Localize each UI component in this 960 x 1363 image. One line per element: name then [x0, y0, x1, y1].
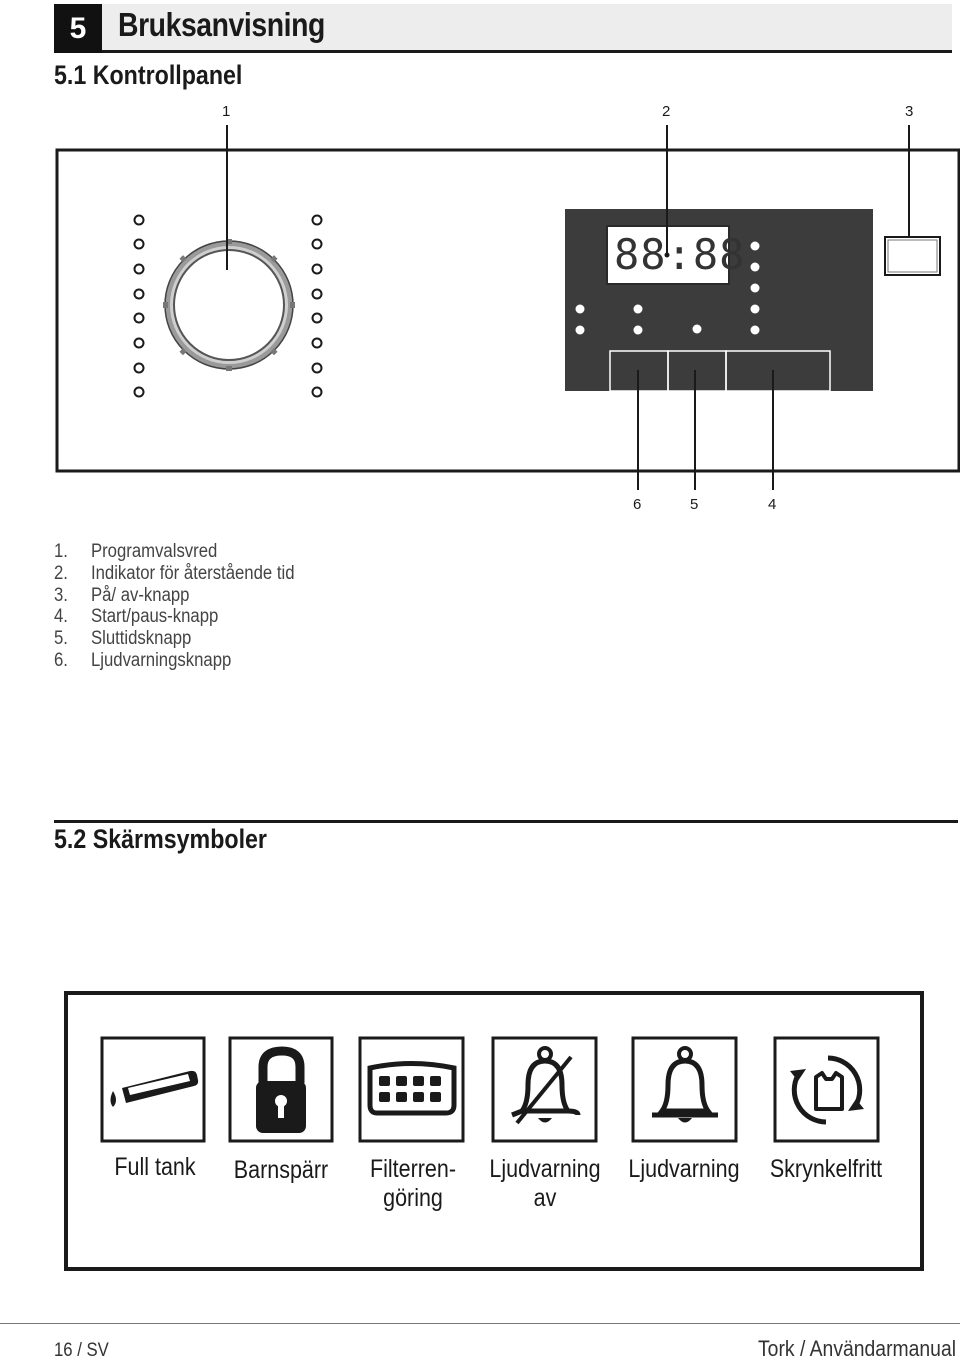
symbol-label-filter-cleaning: Filterren-göring: [369, 1155, 456, 1212]
legend-item: 6.Ljudvarningsknapp: [54, 649, 232, 671]
legend-item: 5.Sluttidsknapp: [54, 628, 192, 650]
header-bar: [54, 4, 952, 53]
callout-number-6: 6: [633, 496, 642, 513]
callout-number-4: 4: [768, 496, 777, 513]
callout-number-2: 2: [662, 103, 671, 120]
display-indicator-lights: [575, 241, 760, 335]
chapter-number: 5: [54, 4, 102, 53]
filter-icon: [358, 1036, 465, 1143]
page-number: 16 / SV: [54, 1340, 109, 1361]
section-title-display-symbols: 5.2 Skärmsymboler: [54, 824, 267, 854]
callout-number-5: 5: [690, 496, 699, 513]
callout-number-3: 3: [905, 103, 914, 120]
display-digits: 88:88: [614, 230, 746, 279]
legend-item: 2.Indikator för återstående tid: [54, 562, 295, 584]
legend-item: 4.Start/paus-knapp: [54, 606, 219, 628]
callout-lines: [226, 125, 910, 490]
legend-item: 3.På/ av-knapp: [54, 584, 190, 606]
footer-divider: [0, 1323, 960, 1324]
padlock-icon: [228, 1036, 334, 1143]
symbol-label-sound-alert: Ljudvarning: [628, 1155, 740, 1183]
chapter-title: Bruksanvisning: [118, 6, 325, 43]
section-title-control-panel: 5.1 Kontrollpanel: [54, 60, 243, 90]
bell-off-icon: [491, 1036, 598, 1143]
legend-item: 1.Programvalsvred: [54, 541, 218, 562]
program-indicator-lights: [133, 214, 323, 398]
section-divider: [54, 820, 958, 823]
manual-title: Tork / Användarmanual: [757, 1336, 956, 1361]
bell-icon: [631, 1036, 738, 1143]
symbol-label-anti-crease: Skrynkelfritt: [769, 1155, 883, 1183]
program-knob-icon: [163, 239, 295, 371]
control-panel-diagram: [55, 125, 960, 490]
anti-crease-icon: [773, 1036, 880, 1143]
full-tank-icon: [100, 1036, 206, 1143]
on-off-button-shape: [884, 236, 941, 276]
callout-number-1: 1: [222, 103, 231, 120]
symbol-label-child-lock: Barnspärr: [233, 1156, 329, 1184]
control-panel-legend: 1.Programvalsvred 2.Indikator för återst…: [54, 541, 327, 672]
symbol-label-full-tank: Full tank: [114, 1153, 196, 1181]
display-symbols-frame: [64, 991, 924, 1271]
